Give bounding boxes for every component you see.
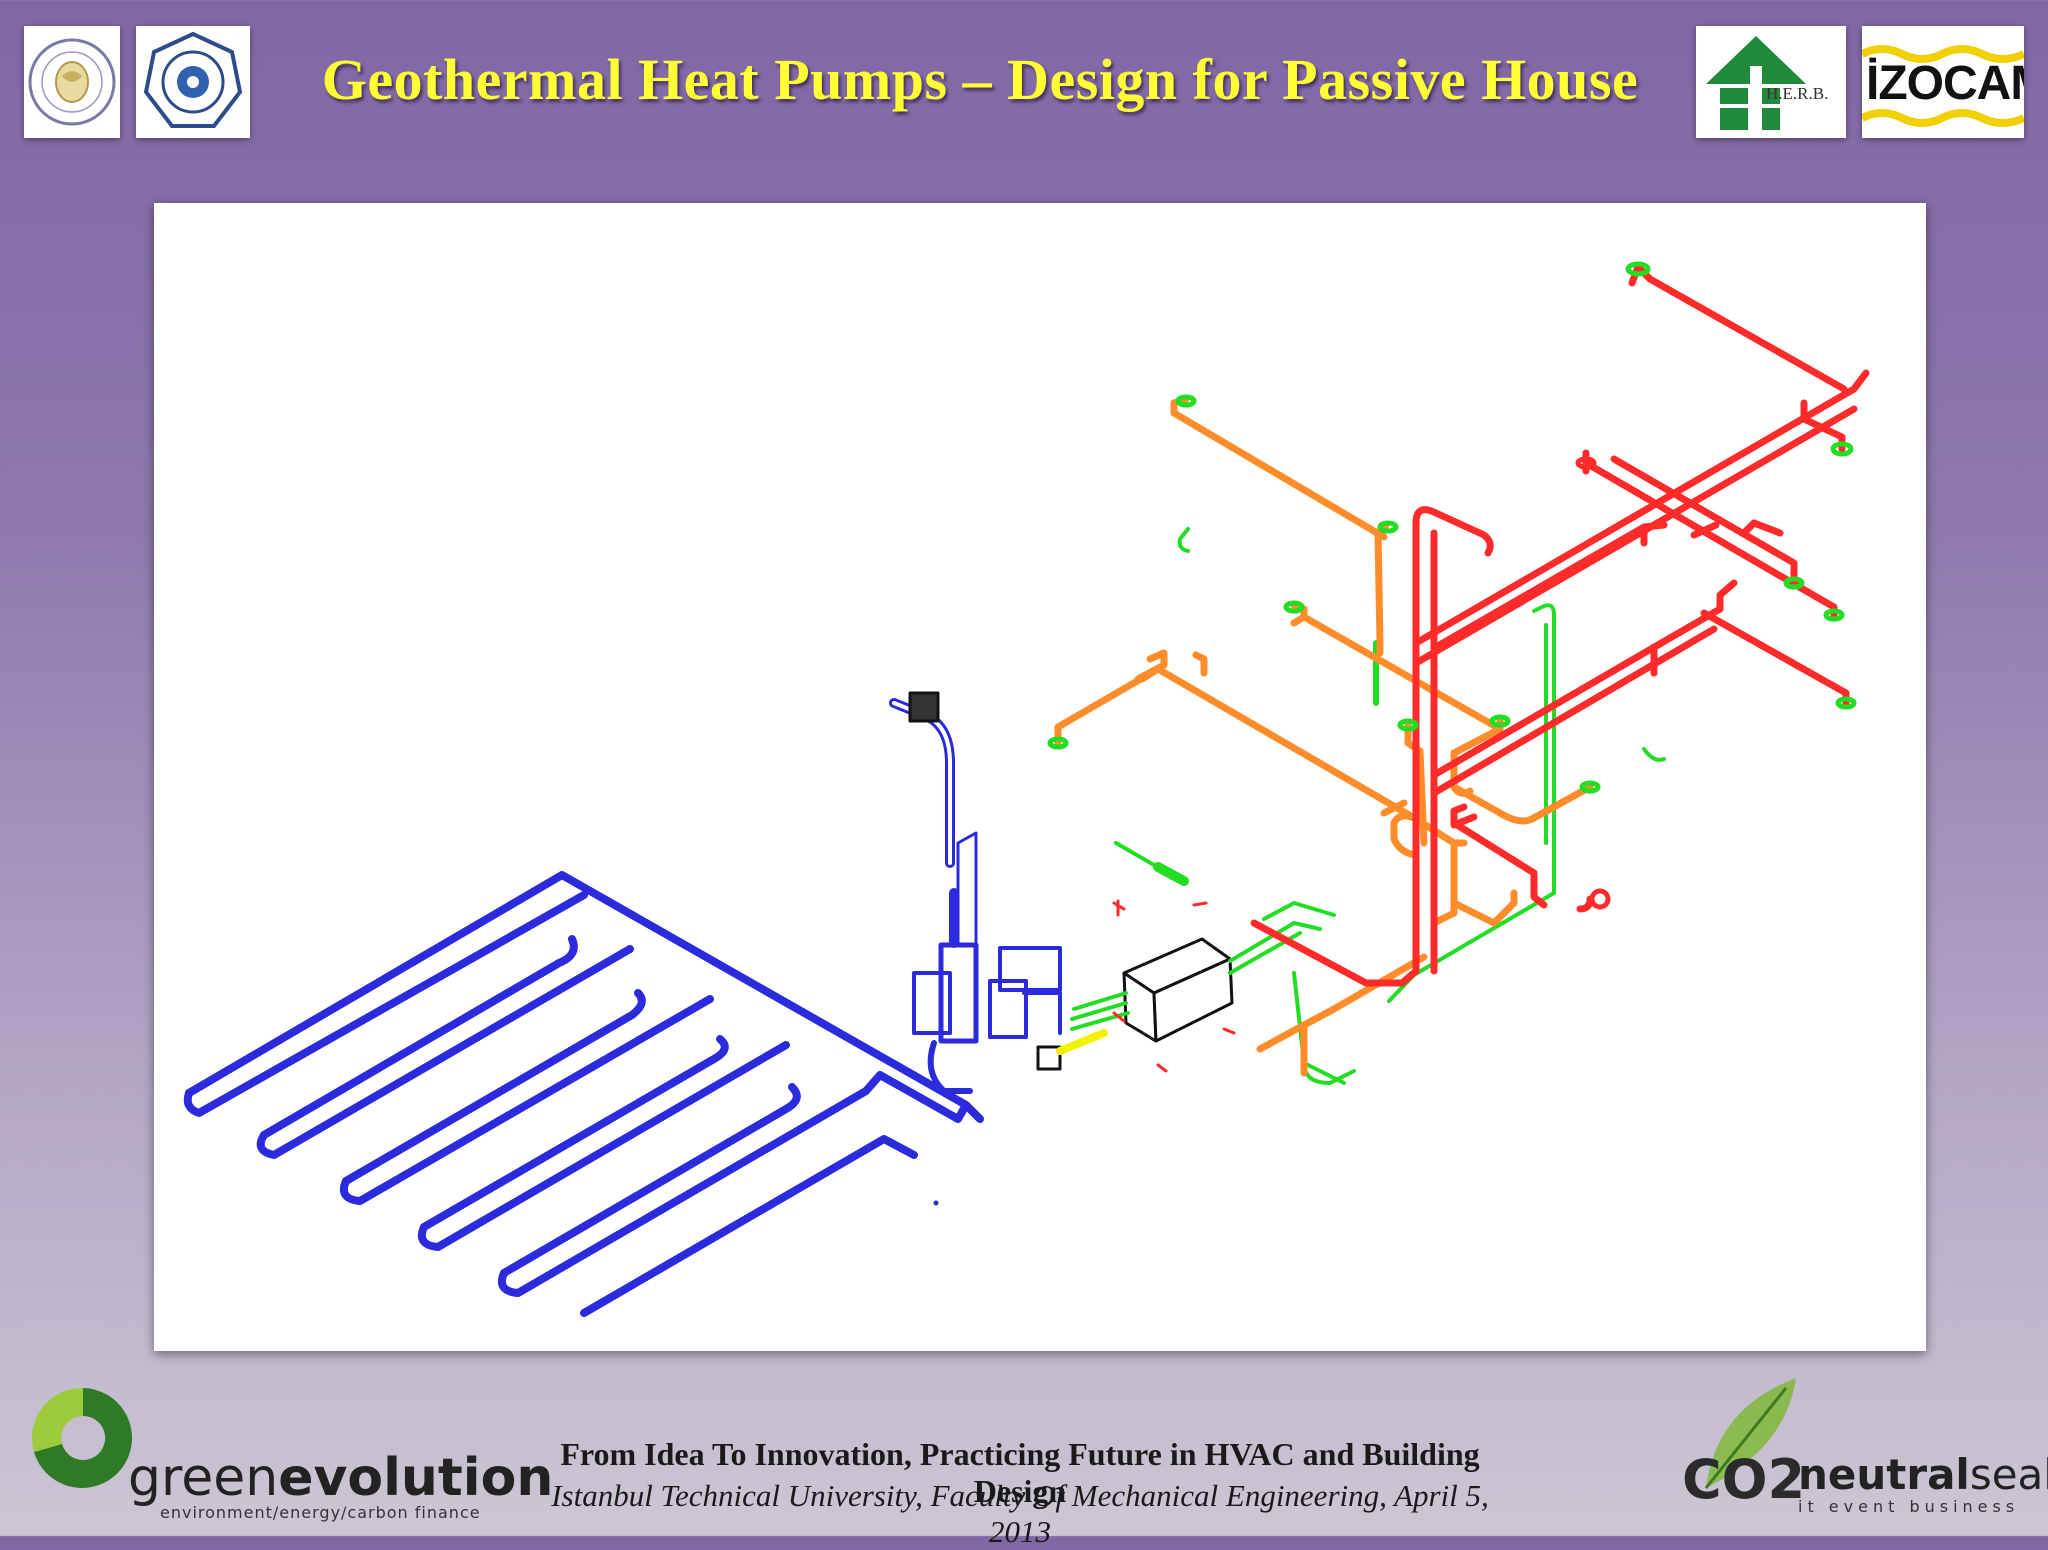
co2-text: CO2 [1682, 1448, 1806, 1511]
footer-event-details: Istanbul Technical University, Faculty O… [551, 1478, 1489, 1549]
wall-grille-icon [908, 691, 940, 723]
neutralseal-regular: seal [1969, 1450, 2048, 1499]
leaf-icon [1704, 1378, 1796, 1489]
faculty-seal-logo [136, 26, 250, 138]
geothermal-piping-diagram [183, 261, 1870, 1317]
izocam-logo-text: İZOCAM [1866, 57, 2024, 110]
green-exhaust-lines [1070, 527, 1666, 1085]
ground-loop-field [183, 871, 984, 1317]
piping-diagram-panel [154, 203, 1926, 1351]
outdoor-intake-icon [1036, 1045, 1062, 1071]
greenevolution-swirl-icon [31, 1387, 132, 1488]
university-seal-logo [24, 26, 120, 138]
izocam-wave-icon [1862, 45, 2024, 127]
red-supply-ducts [1250, 263, 1870, 987]
footer-event-title: From Idea To Innovation, Practicing Futu… [560, 1436, 1480, 1509]
greenevolution-bold: evolution [278, 1448, 554, 1508]
slide-title: Geothermal Heat Pumps – Design for Passi… [321, 47, 1639, 112]
heat-recovery-unit [1122, 937, 1234, 1043]
diffuser-caps [1047, 261, 1857, 910]
herb-house-icon [1706, 36, 1806, 130]
izocam-logo: İZOCAM [1862, 26, 2024, 138]
greenevolution-wordmark: greenevolution [128, 1448, 553, 1508]
greenevolution-regular: green [128, 1448, 279, 1508]
neutralseal-tagline: it event business [1798, 1497, 2020, 1516]
neutralseal-bold: neutral [1798, 1450, 1970, 1499]
faculty-seal-icon [143, 31, 243, 128]
red-markers [1112, 899, 1236, 1073]
blue-riser [889, 698, 1062, 1206]
university-seal-icon [28, 38, 116, 126]
herb-logo: H.E.R.B. [1696, 26, 1846, 138]
greenevolution-tagline: environment/energy/carbon finance [160, 1503, 481, 1522]
herb-logo-text: H.E.R.B. [1766, 84, 1829, 103]
neutralseal-wordmark: neutralseal [1798, 1450, 2048, 1499]
yellow-connector [1056, 1029, 1108, 1055]
